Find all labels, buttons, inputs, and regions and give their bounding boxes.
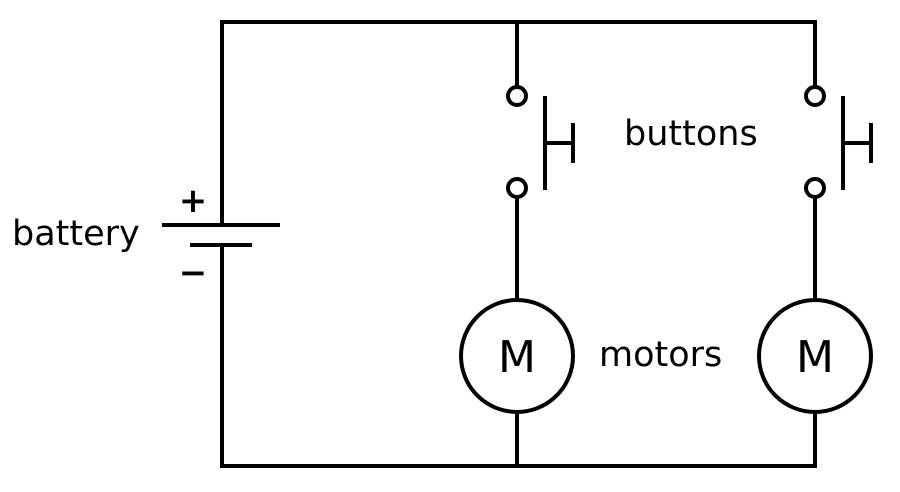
buttons-label: buttons bbox=[624, 114, 758, 154]
button-2-top-terminal bbox=[804, 85, 826, 107]
motor-2: M bbox=[757, 298, 873, 414]
button-1-top-terminal bbox=[506, 85, 528, 107]
button-1-bottom-terminal bbox=[506, 177, 528, 199]
motor-2-body bbox=[757, 298, 873, 414]
button-2-bottom-terminal bbox=[804, 177, 826, 199]
motor-1-symbol: M bbox=[498, 332, 536, 383]
battery-negative-sign: − bbox=[179, 253, 208, 293]
battery-positive-sign: + bbox=[179, 181, 208, 221]
button-switch-2 bbox=[804, 85, 873, 199]
motor-1-body bbox=[459, 298, 575, 414]
battery-symbol: + − bbox=[162, 181, 280, 293]
button-switch-1 bbox=[506, 85, 575, 199]
battery-label: battery bbox=[12, 214, 140, 254]
motor-2-symbol: M bbox=[796, 332, 834, 383]
motor-1: M bbox=[459, 298, 575, 414]
motors-label: motors bbox=[599, 335, 722, 375]
